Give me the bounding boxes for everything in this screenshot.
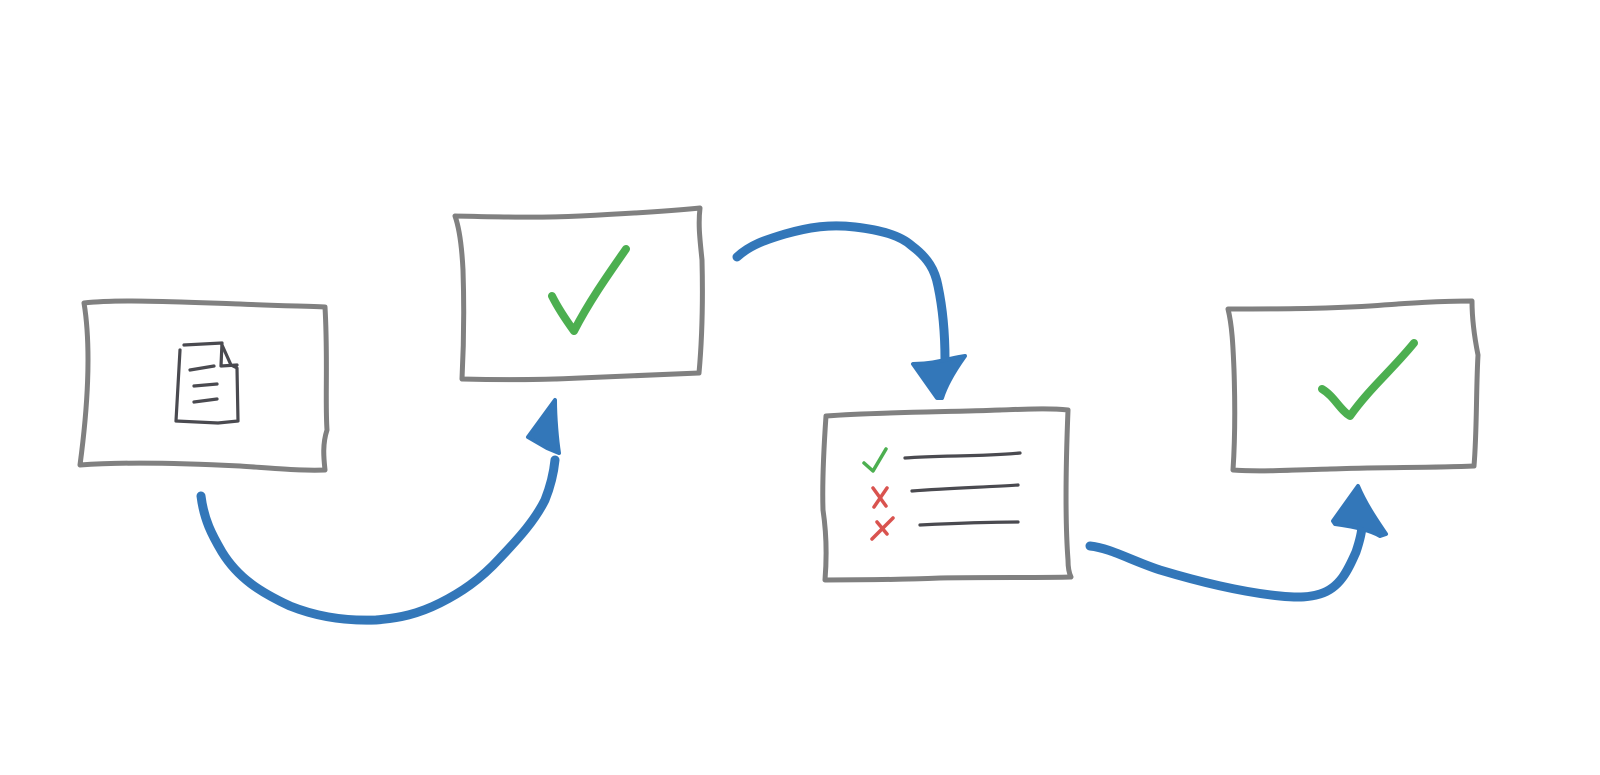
arrow-line [1085,520,1367,602]
arrowhead-icon [1331,484,1388,538]
arrow-line [732,221,950,365]
edge-approved-to-checklist [732,221,967,400]
node-document [77,298,330,473]
node-approved [452,205,705,383]
edge-checklist-to-final-approved [1085,484,1388,602]
document-icon [174,341,240,425]
checklist-fail-icon [871,486,889,509]
checklist-box [820,406,1074,583]
node-checklist [820,406,1074,583]
checklist-icon [862,447,1022,541]
checklist-line-2 [910,483,1020,493]
check-icon [548,245,630,335]
arrowhead-icon [911,354,967,400]
check-icon [1318,339,1418,420]
arrow-line [196,455,560,625]
checklist-line-3 [918,520,1020,527]
approved-box [452,205,705,383]
checklist-fail-icon [870,516,895,541]
final-approved-box [1225,298,1481,474]
checklist-pass-icon [862,447,888,473]
edge-document-to-approved [196,398,561,625]
node-final-approved [1225,298,1481,474]
checklist-line-1 [903,451,1022,460]
arrowhead-icon [526,398,561,455]
